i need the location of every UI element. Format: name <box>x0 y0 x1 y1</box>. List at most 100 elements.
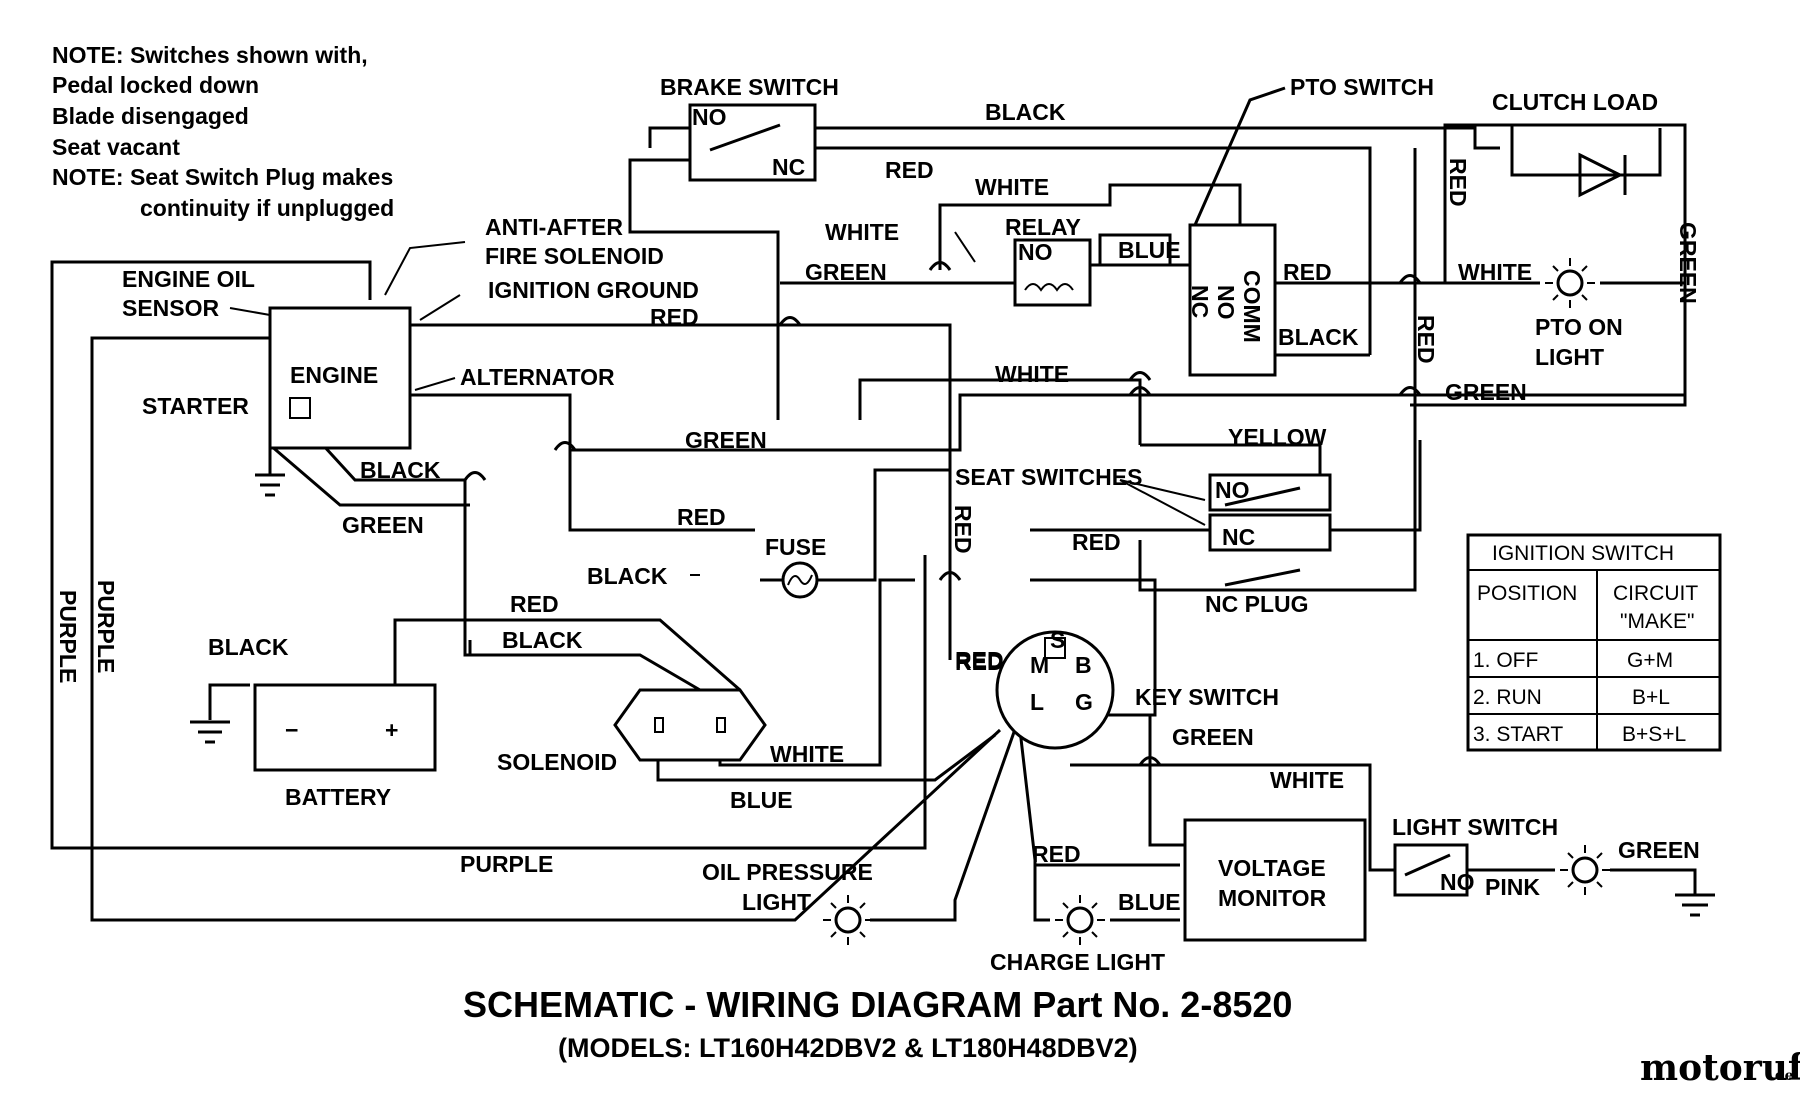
headlight-bulb <box>1571 856 1599 884</box>
wire-label-black-5: BLACK <box>502 627 583 653</box>
wire-label-white-4: WHITE <box>995 361 1069 387</box>
starter-terminal <box>289 397 311 419</box>
wire-label-pink: PINK <box>1485 874 1540 900</box>
pto-comm: COMM <box>1239 270 1265 343</box>
brake-no: NO <box>692 104 727 130</box>
engine-oil-label-1: ENGINE OIL <box>122 266 255 292</box>
brake-switch-box <box>688 103 817 182</box>
ignition-ground-label: IGNITION GROUND <box>488 277 699 303</box>
engine-label: ENGINE <box>290 362 378 388</box>
wire-label-black-top: BLACK <box>985 99 1066 125</box>
wire-label-blue-3: BLUE <box>1118 889 1181 915</box>
wire-seat-nc <box>1030 440 1422 532</box>
clutch-load-label: CLUTCH LOAD <box>1492 89 1658 115</box>
solenoid-post-b <box>716 717 726 733</box>
note-line-3: Blade disengaged <box>52 103 249 129</box>
seat-nc: NC <box>1222 524 1255 550</box>
key-switch-terminal-s <box>1044 637 1066 659</box>
pto-on-label-2: LIGHT <box>1535 344 1604 370</box>
wire-green-ground <box>1610 868 1697 895</box>
key-l: L <box>1030 689 1044 715</box>
table-col-circuit-2: "MAKE" <box>1620 610 1694 633</box>
wire-crossovers <box>463 261 1422 766</box>
wire-label-red-7: RED <box>955 647 1004 673</box>
seat-switch-arrows <box>1119 479 1206 526</box>
wire-clutch-red <box>1410 123 1687 407</box>
note-line-6: continuity if unplugged <box>140 195 394 221</box>
component-labels: BRAKE SWITCH PTO SWITCH CLUTCH LOAD ANTI… <box>122 74 1658 975</box>
contact-labels: NO NC NO NC NO COMM NO NC NO − + S M B L… <box>285 104 1475 895</box>
wire-label-black-3: BLACK <box>360 457 441 483</box>
wire-label-red-1: RED <box>885 157 934 183</box>
voltage-monitor-label-2: MONITOR <box>1218 885 1327 911</box>
wire-label-black-2: BLACK <box>1278 324 1359 350</box>
table-row-make: B+L <box>1632 686 1670 709</box>
wire-label-purple-vert-2: PURPLE <box>93 580 119 673</box>
nc-plug-contact <box>1224 568 1301 587</box>
wires <box>50 123 1697 922</box>
note-line-4: Seat vacant <box>52 134 180 160</box>
voltage-monitor-box <box>1183 818 1367 942</box>
pto-no: NO <box>1213 285 1239 320</box>
seat-switch-nc <box>1208 513 1332 552</box>
key-b: B <box>1075 652 1092 678</box>
anti-after-label-2: FIRE SOLENOID <box>485 243 664 269</box>
engine-ground <box>255 473 285 497</box>
light-switch-label: LIGHT SWITCH <box>1392 814 1558 840</box>
wire-label-green-5: GREEN <box>1172 724 1254 750</box>
seat-switches-label: SEAT SWITCHES <box>955 464 1142 490</box>
wire-battery-black <box>208 683 250 720</box>
table-frame <box>1466 533 1722 752</box>
wire-label-green-4: GREEN <box>342 512 424 538</box>
wire-label-red-6: RED <box>510 591 559 617</box>
pto-on-label-1: PTO ON <box>1535 314 1623 340</box>
pto-light-bulb <box>1556 269 1584 297</box>
wire-clutch-upper <box>1510 128 1662 177</box>
wire-labels: BLACK RED WHITE WHITE GREEN BLUE RED WHI… <box>55 99 1701 915</box>
alternator-label: ALTERNATOR <box>460 364 615 390</box>
wire-label-red-vert-3: RED <box>950 505 976 554</box>
battery-box <box>253 683 437 772</box>
wire-label-yellow: YELLOW <box>1228 424 1327 450</box>
diagram-subtitle: (MODELS: LT160H42DBV2 & LT180H48DBV2) <box>558 1033 1138 1063</box>
wire-label-white-1: WHITE <box>975 174 1049 200</box>
wire-starter-green <box>269 443 470 507</box>
relay-coil <box>1024 283 1074 292</box>
starter-label: STARTER <box>142 393 249 419</box>
battery-minus: − <box>285 717 298 743</box>
battery-label: BATTERY <box>285 784 391 810</box>
wire-label-purple-vert-1: PURPLE <box>55 590 81 683</box>
wire-red-ign <box>410 323 952 660</box>
headlight-rays <box>1560 845 1610 895</box>
charge-light-rays <box>1055 895 1105 945</box>
light-switch-box <box>1393 843 1469 897</box>
wire-label-white-6: WHITE <box>1270 767 1344 793</box>
wire-label-white-5: WHITE <box>770 741 844 767</box>
battery-plus: + <box>385 717 398 743</box>
relay-box <box>1013 238 1092 307</box>
oil-light-label-1: OIL PRESSURE <box>702 859 873 885</box>
wire-black-top <box>648 126 1500 150</box>
wire-white-relay <box>938 183 1242 270</box>
note-line-1: NOTE: Switches shown with, <box>52 42 368 68</box>
wire-green-key <box>1075 713 1195 847</box>
wire-red-brake <box>628 158 780 420</box>
table-grid <box>1468 569 1720 750</box>
wire-label-green-3: GREEN <box>685 427 767 453</box>
wire-solenoid-black <box>468 640 701 692</box>
wire-label-white-3: WHITE <box>1458 259 1532 285</box>
light-switch-contact <box>1404 853 1451 877</box>
watermark-logo: motoruf .de <box>1640 1047 1800 1089</box>
wire-label-red-key: RED <box>955 649 1004 675</box>
wire-label-red-4: RED <box>677 504 726 530</box>
wire-label-red-3: RED <box>650 304 699 330</box>
wire-red-top <box>805 146 1372 355</box>
wire-label-red-8: RED <box>1032 841 1081 867</box>
wire-label-green-1: GREEN <box>805 259 887 285</box>
solenoid-shape <box>613 688 767 762</box>
brake-nc: NC <box>772 154 805 180</box>
table-col-position: POSITION <box>1477 582 1577 605</box>
table-row-position: 3. START <box>1473 723 1563 746</box>
wire-label-purple-1: PURPLE <box>460 851 553 877</box>
